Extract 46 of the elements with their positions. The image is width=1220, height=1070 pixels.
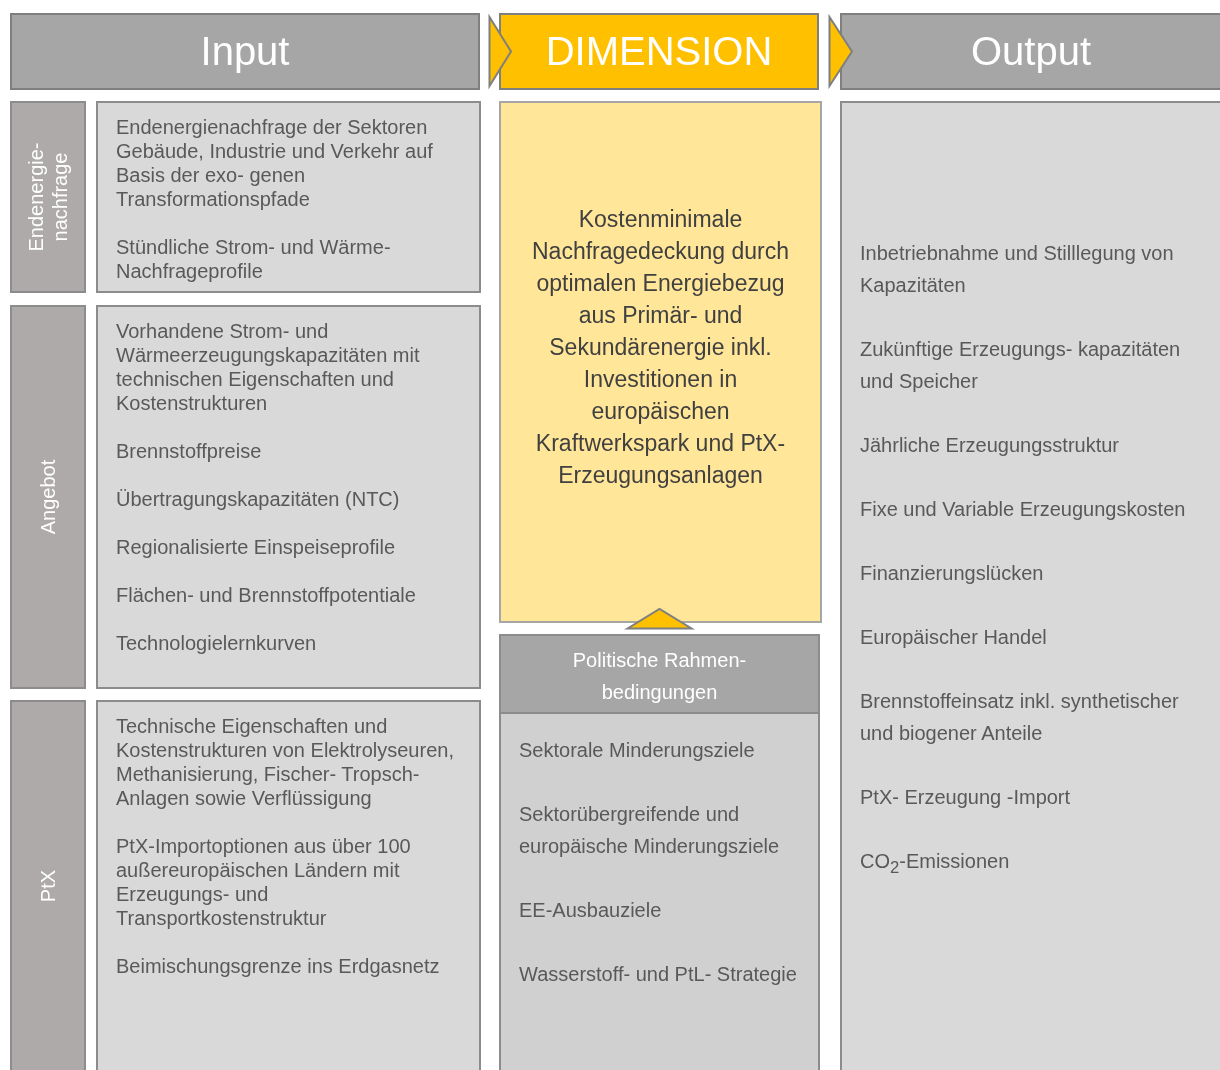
list-item: Finanzierungslücken: [860, 561, 1045, 586]
list-item: Regionalisierte Einspeiseprofile: [116, 535, 397, 559]
list-item: Fixe und Variable Erzeugungskosten: [860, 497, 1187, 522]
core-description: Kostenminimale Nachfragedeckung durch optimalen Energiebezug aus Primär- und Sekundärenergie inkl. Investitionen in europäischen Kraftwerkspark und PtX-Erzeugungsanlagen: [531, 205, 790, 490]
category-label-box: [10, 700, 86, 1070]
input-list-box: [96, 305, 481, 689]
list-item: Stündliche Strom- und Wärme- Nachfrageprofile: [116, 235, 392, 283]
list-item: Zukünftige Erzeugungs- kapazitäten und Speicher: [860, 337, 1182, 394]
header-box: [10, 13, 480, 90]
triangle-arrow: [623, 607, 696, 630]
list-item: PtX- Erzeugung -Import: [860, 785, 1072, 810]
header-box: [840, 13, 1220, 90]
list-item: Brennstoffpreise: [116, 439, 263, 463]
category-label: Endenergie- nachfrage: [24, 141, 72, 254]
category-label: Angebot: [36, 458, 60, 537]
list-item: Inbetriebnahme und Stilllegung von Kapazitäten: [860, 241, 1175, 298]
header-title: Input: [200, 29, 290, 74]
list-item: Endenergienachfrage der Sektoren Gebäude, Industrie und Verkehr auf Basis der exo- genen Transformationspfade: [116, 115, 434, 211]
header-title: DIMENSION: [545, 29, 773, 74]
input-list-box: [96, 700, 481, 1070]
output-list-box: [840, 101, 1220, 1070]
category-label-box: [10, 305, 86, 689]
list-item: Europäischer Handel: [860, 625, 1048, 650]
list-item: Sektorübergreifende und europäische Minderungsziele: [518, 802, 781, 859]
list-item: EE-Ausbauziele: [518, 898, 663, 923]
category-label: PtX: [36, 868, 60, 905]
list-item: Übertragungskapazitäten (NTC): [116, 487, 401, 511]
list-item: Sektorale Minderungsziele: [518, 738, 756, 763]
chevron-arrow: [828, 13, 854, 90]
list-item: Technologielernkurven: [116, 631, 318, 655]
list-item: CO$_{2}$-Emissionen: [860, 849, 1011, 879]
header-title: Output: [970, 29, 1092, 74]
list-item: Jährliche Erzeugungsstruktur: [860, 433, 1120, 458]
panel-header: Politische Rahmen- bedingungen: [501, 636, 818, 714]
list-item: Technische Eigenschaften und Kostenstrukturen von Elektrolyseuren, Methanisierung, Fischer- Tropsch-Anlagen sowie Verflüssigung: [116, 714, 455, 810]
list-item: Vorhandene Strom- und Wärmeerzeugungskapazitäten mit technischen Eigenschaften und Kostenstrukturen: [116, 319, 421, 415]
list-item: PtX-Importoptionen aus über 100 außereuropäischen Ländern mit Erzeugungs- und Transportkostenstruktur: [116, 834, 412, 930]
list-item: Wasserstoff- und PtL- Strategie: [518, 962, 798, 987]
chevron-arrow: [488, 13, 513, 90]
category-label-box: [10, 101, 86, 293]
core-box: [499, 101, 822, 623]
constraint-panel: [499, 634, 820, 1070]
list-item: Brennstoffeinsatz inkl. synthetischer und biogener Anteile: [860, 689, 1180, 746]
list-item: Beimischungsgrenze ins Erdgasnetz: [116, 954, 441, 978]
input-list-box: [96, 101, 481, 293]
list-item: Flächen- und Brennstoffpotentiale: [116, 583, 417, 607]
